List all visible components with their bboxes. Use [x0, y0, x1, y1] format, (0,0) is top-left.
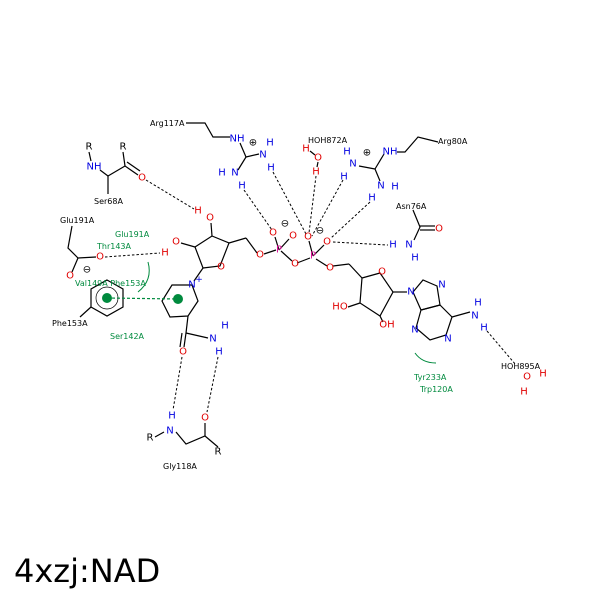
atom-n: N: [438, 280, 445, 291]
contact-tyr233: Tyr233A: [413, 373, 447, 382]
contact-glu191: Glu191A: [115, 230, 150, 239]
residue-arg117: Arg117A: [150, 119, 185, 128]
atom-o: O: [435, 224, 443, 235]
residue-asn76: Asn76A: [396, 202, 427, 211]
hydrophobic-contacts: Glu191A Thr143A Val149A Phe153A Ser142A …: [75, 230, 453, 394]
atom-r: R: [215, 447, 222, 458]
residue-hoh872: HOH872A: [308, 136, 348, 145]
atom-o: O: [269, 228, 277, 239]
atom-o: O: [291, 259, 299, 270]
atom-oh: OH: [379, 320, 394, 331]
atom-ho: HO: [332, 302, 348, 313]
atom-h: H: [368, 193, 376, 204]
atom-n: N: [231, 168, 238, 179]
atom-h: H: [218, 168, 226, 179]
atom-h: H: [215, 347, 223, 358]
atom-h: H: [302, 144, 310, 155]
atom-r: R: [147, 433, 154, 444]
charge-positive: ⊕: [363, 148, 371, 159]
atom-o: O: [304, 232, 312, 243]
residue-phe153: Phe153A: [52, 319, 88, 328]
atom-h: H: [168, 411, 176, 422]
atom-o: O: [201, 413, 209, 424]
atom-labels: NH ⊕ H N H H N H R NH R O O O ⊖ H O O H …: [66, 134, 547, 458]
contact-val149-phe153: Val149A Phe153A: [75, 279, 146, 288]
diagram-title: 4xzj:NAD: [14, 552, 161, 590]
atom-n: NH: [383, 147, 398, 158]
residue-ser68: Ser68A: [94, 197, 123, 206]
atom-h: H: [340, 172, 348, 183]
charge-negative: ⊖: [83, 265, 91, 276]
residue-glu191: Glu191A: [60, 216, 95, 225]
atom-p: P: [310, 251, 316, 262]
residue-gly118: Gly118A: [163, 462, 197, 471]
atom-n: N: [259, 150, 266, 161]
atom-n: N: [405, 240, 412, 251]
atom-h: H: [539, 369, 547, 380]
atom-h: H: [221, 321, 229, 332]
contact-trp120: Trp120A: [419, 385, 453, 394]
atom-n: N: [407, 287, 414, 298]
contact-thr143: Thr143A: [96, 242, 132, 251]
atom-h: H: [474, 298, 482, 309]
atom-o: O: [378, 267, 386, 278]
bonds: [67, 122, 471, 448]
contact-ser142: Ser142A: [110, 332, 145, 341]
hydrophobic-arc: [137, 261, 150, 293]
atom-o: O: [179, 347, 187, 358]
atom-h: H: [411, 253, 419, 264]
atom-o: O: [314, 153, 322, 164]
residue-labels: Arg117A Ser68A Glu191A Phe153A HOH872A A…: [52, 119, 541, 471]
atom-o: O: [326, 263, 334, 274]
hydrogen-bonds: [104, 171, 517, 413]
atom-r: R: [86, 142, 93, 153]
atom-n: N: [166, 426, 173, 437]
charge-positive: ⊕: [249, 138, 257, 149]
atom-o: O: [96, 252, 104, 263]
atom-n: N: [444, 334, 451, 345]
atom-h: H: [267, 163, 275, 174]
atom-n: N: [209, 334, 216, 345]
atom-n: NH: [230, 134, 245, 145]
atom-o: O: [289, 231, 297, 242]
atom-p: P: [276, 245, 282, 256]
atom-r: R: [120, 142, 127, 153]
residue-arg80: Arg80A: [438, 137, 468, 146]
atom-o: O: [323, 237, 331, 248]
atom-o: O: [217, 262, 225, 273]
atom-h: H: [238, 181, 246, 192]
atom-o: O: [256, 250, 264, 261]
atom-h: H: [520, 387, 528, 398]
atom-h: H: [312, 167, 320, 178]
hydrophobic-arc: [414, 352, 437, 364]
atom-h: H: [480, 323, 488, 334]
pi-centroid: [173, 294, 183, 304]
atom-h: H: [391, 182, 399, 193]
atom-h: H: [194, 206, 202, 217]
atom-h: H: [389, 240, 397, 251]
atom-n: NH: [87, 162, 102, 173]
atom-o: O: [523, 372, 531, 383]
atom-n: N: [411, 325, 418, 336]
atom-o: O: [206, 213, 214, 224]
atom-h: H: [266, 138, 274, 149]
atom-n: N: [471, 311, 478, 322]
atom-n-plus: N: [188, 280, 195, 291]
pi-centroid: [102, 293, 112, 303]
atom-o: O: [172, 237, 180, 248]
atom-h: H: [161, 248, 169, 259]
atom-o: O: [66, 271, 74, 282]
atom-n: N: [349, 159, 356, 170]
charge-plus: +: [195, 275, 203, 285]
charge-negative: ⊖: [281, 219, 289, 230]
residue-hoh895: HOH895A: [501, 362, 541, 371]
atom-h: H: [343, 147, 351, 158]
atom-o: O: [138, 173, 146, 184]
charge-negative: ⊖: [316, 226, 324, 237]
atom-n: N: [377, 181, 384, 192]
